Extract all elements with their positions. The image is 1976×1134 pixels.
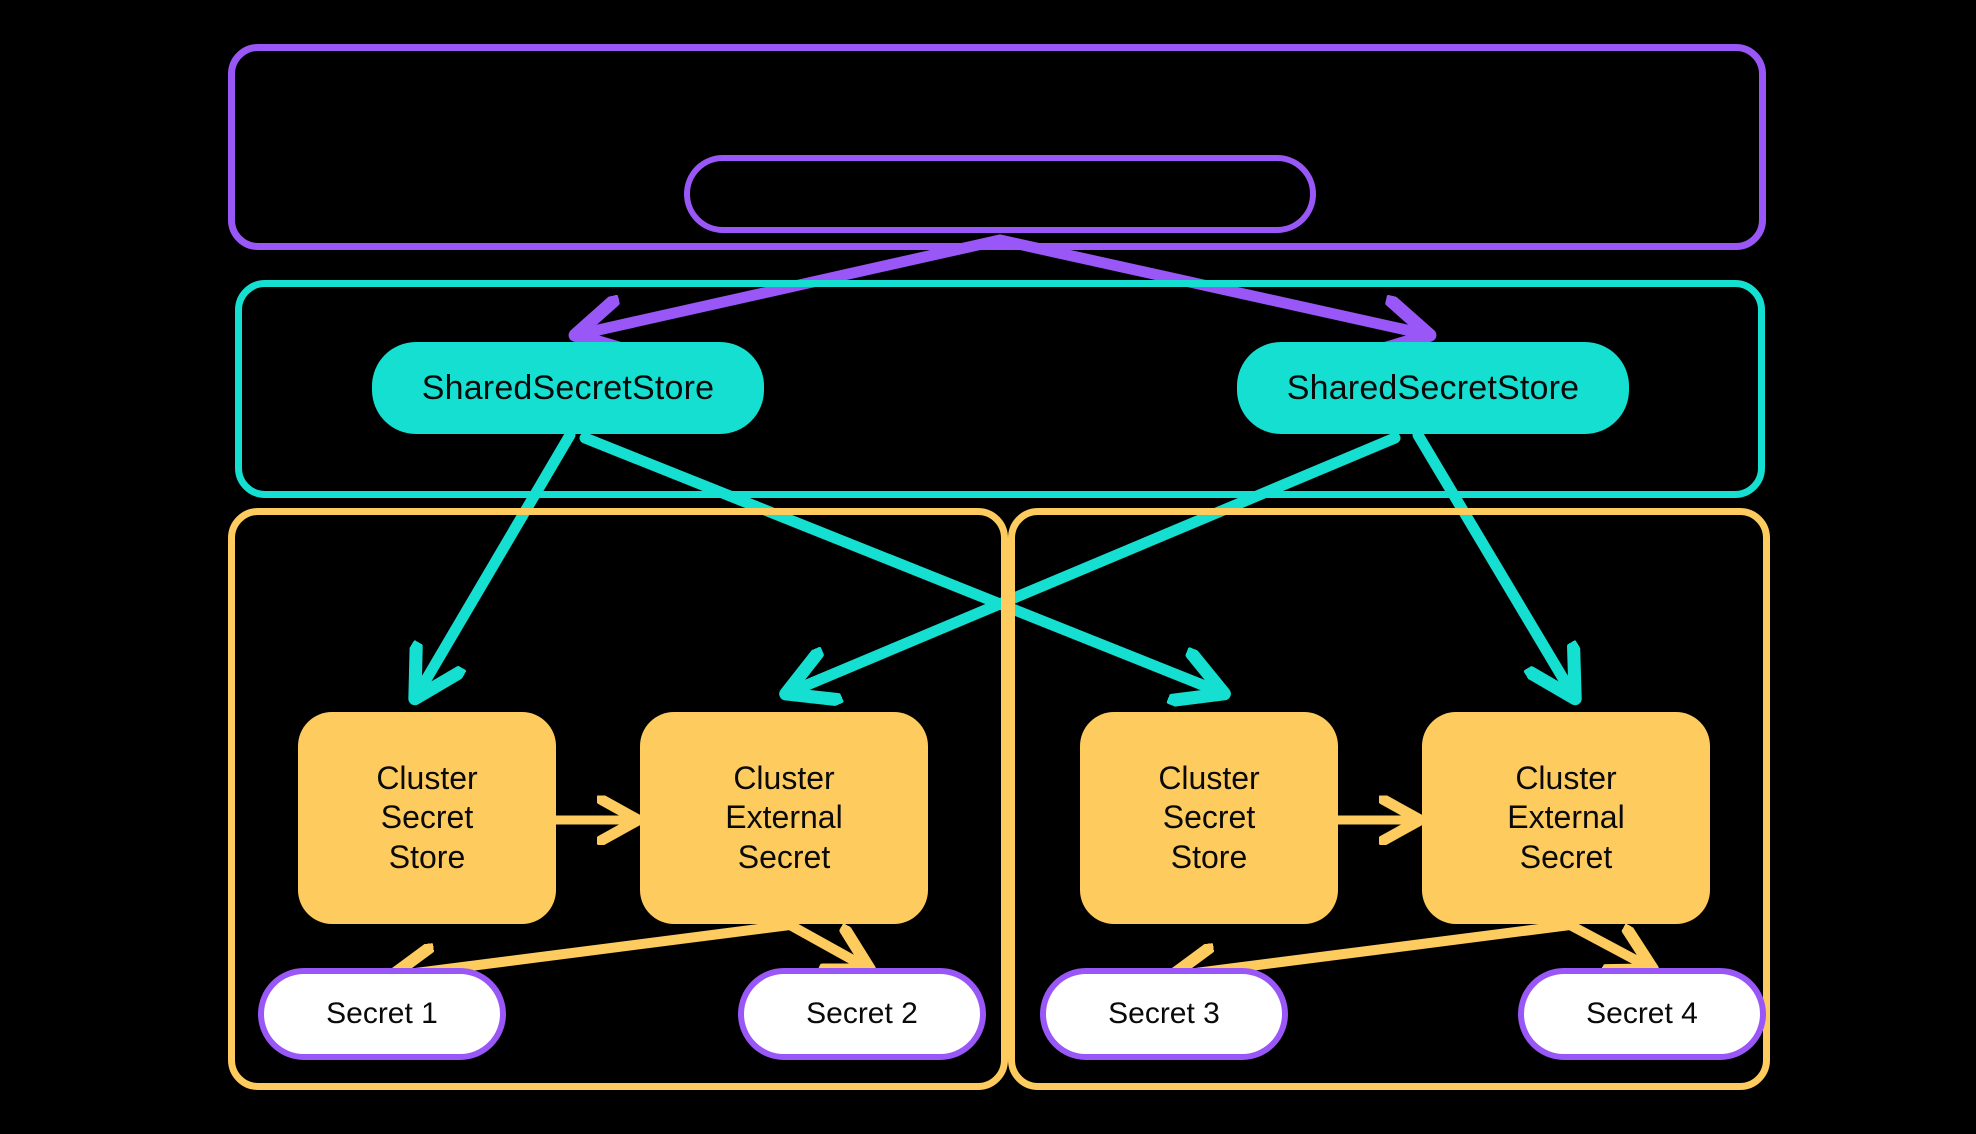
- secret-2-label: Secret 2: [806, 997, 918, 1030]
- operator-pill[interactable]: [684, 155, 1316, 233]
- cluster-external-secret-left[interactable]: Cluster External Secret: [640, 712, 928, 924]
- cluster-external-secret-left-label: Cluster External Secret: [725, 760, 843, 875]
- shared-secret-store-left-label: SharedSecretStore: [421, 368, 715, 407]
- secret-3[interactable]: Secret 3: [1040, 968, 1288, 1060]
- cluster-secret-store-left-label: Cluster Secret Store: [376, 760, 478, 875]
- secret-3-label: Secret 3: [1108, 997, 1220, 1030]
- cluster-external-secret-right-label: Cluster External Secret: [1507, 760, 1625, 875]
- secret-4[interactable]: Secret 4: [1518, 968, 1766, 1060]
- secret-1[interactable]: Secret 1: [258, 968, 506, 1060]
- cluster-secret-store-left[interactable]: Cluster Secret Store: [298, 712, 556, 924]
- shared-secret-store-right-label: SharedSecretStore: [1286, 368, 1580, 407]
- shared-secret-store-right[interactable]: SharedSecretStore: [1237, 342, 1629, 434]
- cluster-secret-store-right-label: Cluster Secret Store: [1158, 760, 1260, 875]
- secret-1-label: Secret 1: [326, 997, 438, 1030]
- secret-2[interactable]: Secret 2: [738, 968, 986, 1060]
- secret-4-label: Secret 4: [1586, 997, 1698, 1030]
- cluster-secret-store-right[interactable]: Cluster Secret Store: [1080, 712, 1338, 924]
- shared-secret-store-left[interactable]: SharedSecretStore: [372, 342, 764, 434]
- cluster-external-secret-right[interactable]: Cluster External Secret: [1422, 712, 1710, 924]
